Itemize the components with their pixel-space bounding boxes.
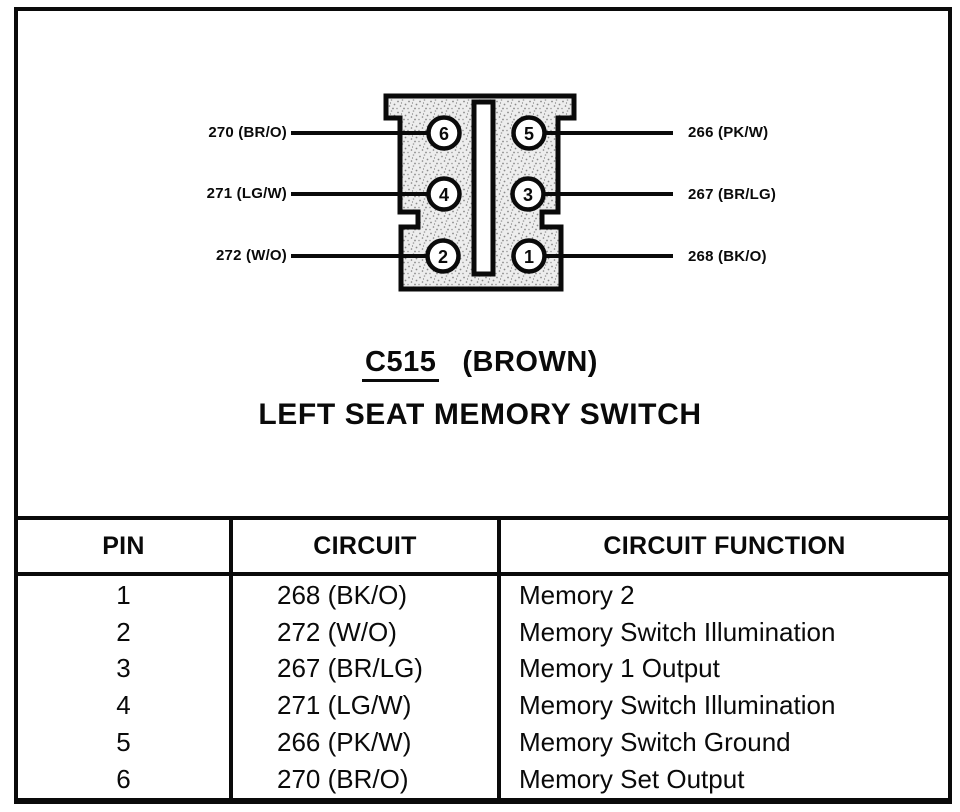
cell-pin: 2 — [116, 616, 131, 647]
connector-color: (BROWN) — [462, 346, 598, 378]
connector-id-line: C515 (BROWN) — [0, 347, 960, 382]
cell-circuit: 266 (PK/W) — [229, 723, 499, 761]
pin-number-5: 5 — [524, 124, 534, 144]
pin-circle-5 — [511, 115, 547, 151]
cell-pin: 6 — [116, 764, 131, 795]
pin-circle-1 — [511, 238, 547, 274]
header-circuit-function: CIRCUIT FUNCTION — [497, 518, 950, 576]
wire-lines — [291, 131, 673, 258]
table-row: 3 267 (BR/LG) Memory 1 Output — [16, 650, 950, 687]
table-header-row: PIN CIRCUIT CIRCUIT FUNCTION — [16, 518, 950, 576]
pin-number-2: 2 — [438, 247, 448, 267]
pin-number-6: 6 — [439, 124, 449, 144]
cell-function: Memory Switch Illumination — [497, 686, 950, 724]
wire-label-272: 272 (W/O) — [216, 247, 287, 264]
cell-pin: 1 — [116, 579, 131, 610]
pin-cavities — [425, 115, 547, 274]
cell-circuit: 267 (BR/LG) — [229, 650, 499, 687]
cell-function: Memory 2 — [497, 574, 950, 614]
wire-label-270: 270 (BR/O) — [208, 124, 287, 141]
connector-key-slot — [471, 99, 496, 277]
cell-circuit: 271 (LG/W) — [229, 686, 499, 724]
header-pin: PIN — [16, 518, 231, 576]
connector-diagram: 6 5 4 3 2 1 — [291, 93, 673, 292]
cell-circuit: 268 (BK/O) — [229, 574, 499, 614]
pin-circle-3 — [510, 176, 546, 212]
connector-caption: C515 (BROWN) LEFT SEAT MEMORY SWITCH — [0, 347, 960, 430]
cell-function: Memory Set Output — [497, 760, 950, 801]
cell-pin: 5 — [116, 726, 131, 757]
cell-pin: 3 — [116, 653, 131, 684]
table-row: 2 272 (W/O) Memory Switch Illumination — [16, 613, 950, 651]
cell-circuit: 270 (BR/O) — [229, 760, 499, 801]
wire-label-266: 266 (PK/W) — [688, 124, 769, 141]
pin-number-1: 1 — [524, 247, 534, 267]
pin-circle-2 — [425, 238, 461, 274]
table-row: 6 270 (BR/O) Memory Set Output — [16, 760, 950, 801]
wire-label-267: 267 (BR/LG) — [688, 186, 777, 203]
pin-number-3: 3 — [523, 185, 533, 205]
pin-circle-4 — [426, 176, 462, 212]
wire-label-271: 271 (LG/W) — [206, 185, 287, 202]
table-row: 5 266 (PK/W) Memory Switch Ground — [16, 723, 950, 761]
cell-function: Memory 1 Output — [497, 650, 950, 687]
cell-function: Memory Switch Ground — [497, 723, 950, 761]
cell-function: Memory Switch Illumination — [497, 613, 950, 651]
table-row: 1 268 (BK/O) Memory 2 — [16, 574, 950, 614]
header-circuit: CIRCUIT — [229, 518, 499, 576]
cell-pin: 4 — [116, 690, 131, 721]
connector-id: C515 — [362, 347, 440, 382]
pinout-table: PIN CIRCUIT CIRCUIT FUNCTION 1 268 (BK/O… — [14, 516, 952, 804]
cell-circuit: 272 (W/O) — [229, 613, 499, 651]
table-row: 4 271 (LG/W) Memory Switch Illumination — [16, 686, 950, 724]
pin-circle-6 — [426, 115, 462, 151]
wire-label-268: 268 (BK/O) — [688, 248, 767, 265]
pin-number-4: 4 — [439, 185, 449, 205]
connector-title: LEFT SEAT MEMORY SWITCH — [258, 398, 702, 431]
